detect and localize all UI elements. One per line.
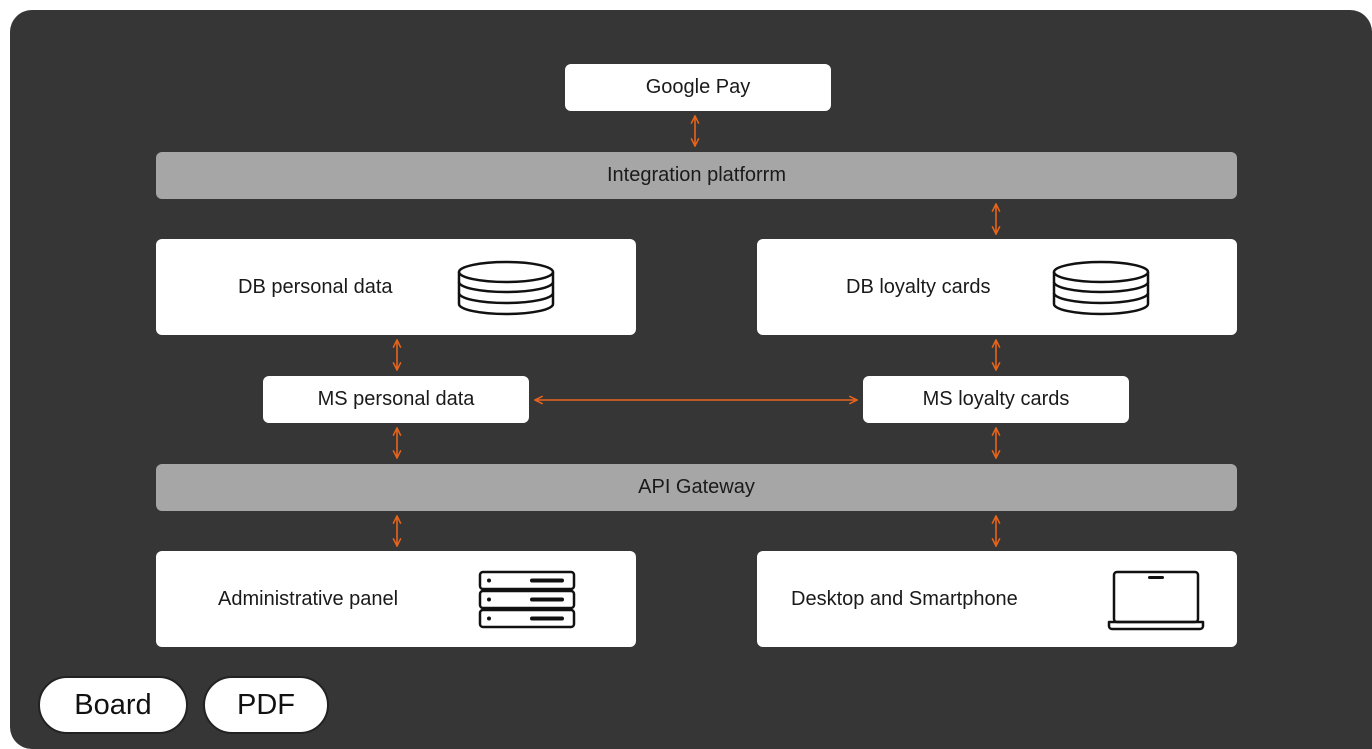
- db-personal-data-label: DB personal data: [238, 275, 393, 298]
- administrative-panel-node: Administrative panel: [156, 551, 636, 647]
- administrative-panel-label: Administrative panel: [218, 587, 399, 610]
- google-pay-node: Google Pay: [565, 64, 831, 111]
- laptop-icon: [1107, 570, 1205, 631]
- integration-platform-bar: Integration platforrm: [156, 152, 1237, 199]
- db-loyalty-cards-node: DB loyalty cards: [757, 239, 1237, 335]
- board-button[interactable]: Board: [38, 676, 188, 734]
- ms-loyalty-cards-node: MS loyalty cards: [863, 376, 1129, 423]
- ms-loyalty-cards-label: MS loyalty cards: [922, 388, 1070, 410]
- desktop-smartphone-node: Desktop and Smartphone: [757, 551, 1237, 647]
- board-button-label: Board: [74, 688, 152, 721]
- db-personal-data-node: DB personal data: [156, 239, 636, 335]
- server-rack-icon: [478, 570, 576, 629]
- api-gateway-bar: API Gateway: [156, 464, 1237, 511]
- database-icon: [1052, 260, 1150, 316]
- db-loyalty-cards-label: DB loyalty cards: [846, 275, 991, 298]
- pdf-button[interactable]: PDF: [203, 676, 329, 734]
- ms-personal-data-node: MS personal data: [263, 376, 529, 423]
- desktop-smartphone-label: Desktop and Smartphone: [791, 587, 1018, 610]
- pdf-button-label: PDF: [237, 688, 295, 721]
- integration-platform-label: Integration platforrm: [607, 164, 786, 186]
- google-pay-label: Google Pay: [645, 76, 751, 98]
- database-icon: [457, 260, 555, 316]
- api-gateway-label: API Gateway: [638, 476, 755, 498]
- ms-personal-data-label: MS personal data: [317, 388, 475, 410]
